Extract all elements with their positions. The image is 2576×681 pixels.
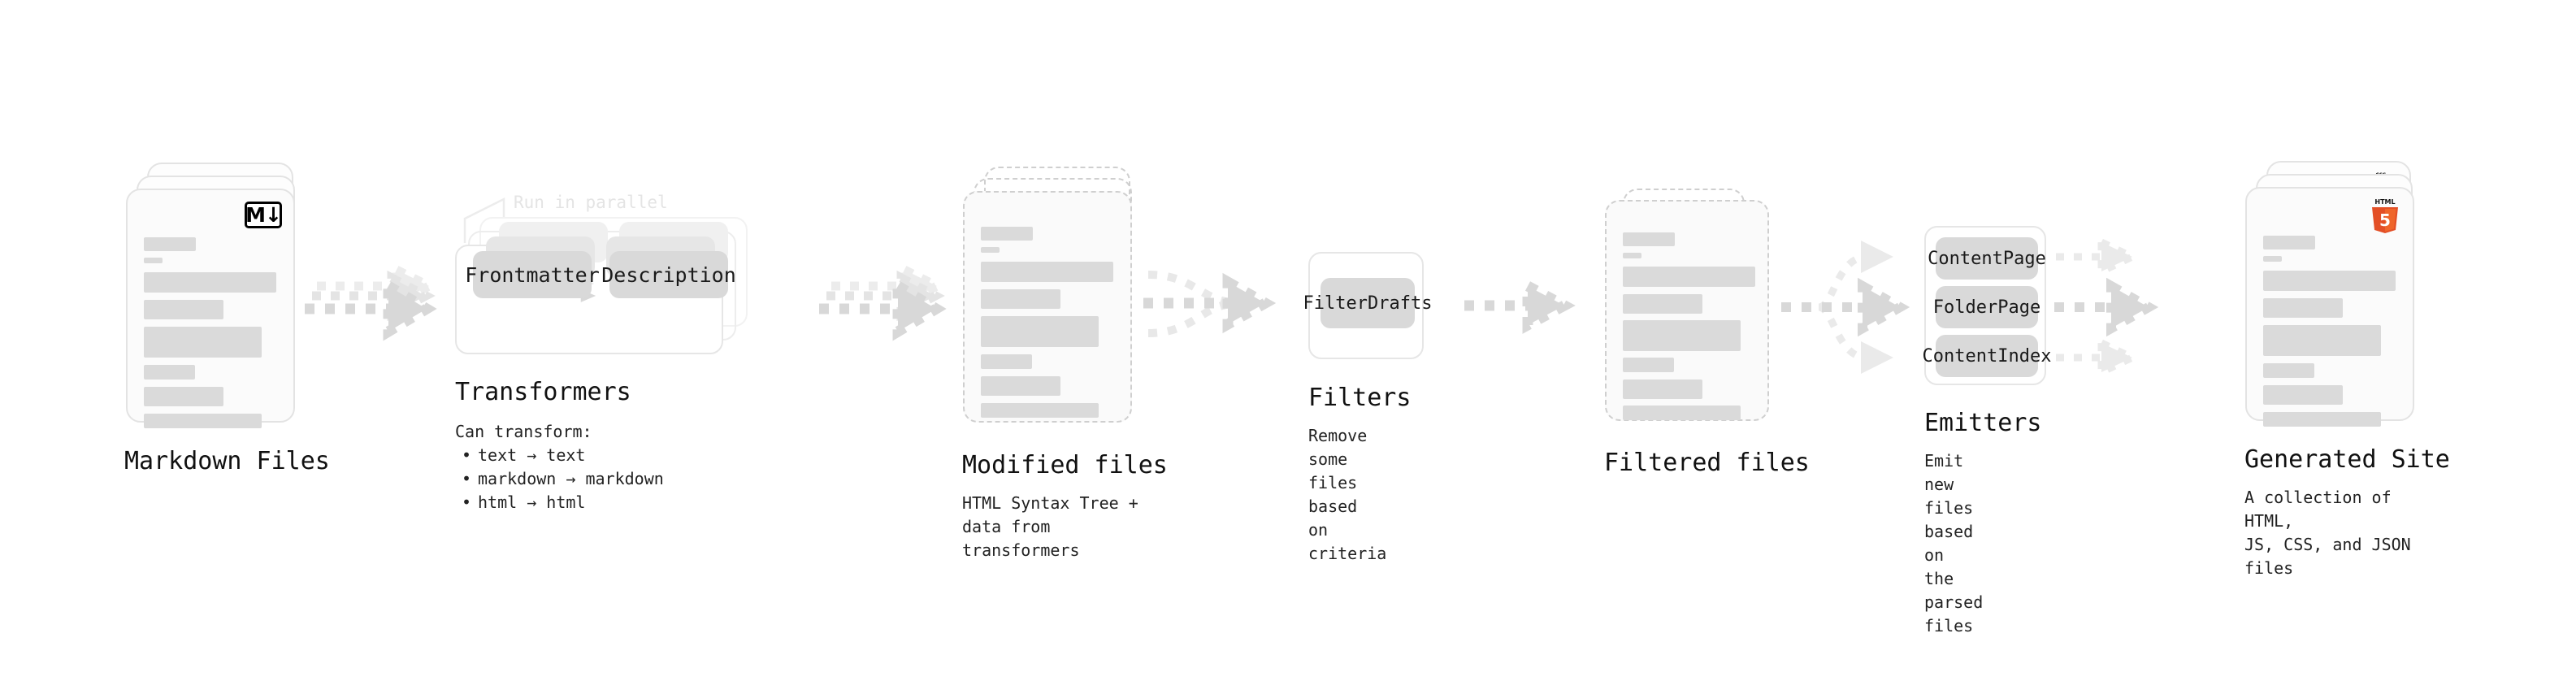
parallel-leader-line	[463, 197, 505, 243]
skeleton-bar	[2263, 385, 2343, 405]
modified-files-desc: HTML Syntax Tree + data from transformer…	[962, 493, 1138, 560]
stage-title-filtered-files: Filtered files	[1604, 449, 1810, 477]
connector-emitters-to-site	[2054, 236, 2159, 379]
modified-card-stack	[963, 167, 1150, 427]
skeleton-bar	[981, 316, 1099, 347]
bullet-item: •text → text	[462, 445, 586, 465]
filters-box: FilterDrafts	[1303, 252, 1432, 359]
skeleton-bar	[981, 289, 1060, 309]
bullet-item: •html → html	[462, 492, 586, 512]
skeleton-bar	[144, 414, 262, 428]
connector-filters-to-filtered	[1464, 277, 1576, 334]
modified-card-front	[963, 191, 1132, 423]
stage-title-transformers: Transformers	[455, 378, 631, 406]
transformers-bullets: •text → text •markdown → markdown •html …	[462, 444, 664, 514]
connector-markdown-to-transformers	[305, 262, 440, 341]
skeleton-bar	[144, 258, 163, 263]
skeleton-bar	[144, 387, 223, 406]
svg-text:5: 5	[2379, 210, 2391, 230]
html5-badge-svg: HTML 5	[2372, 198, 2398, 233]
skeleton-bar	[1623, 380, 1702, 399]
stage-markdown-files: M↓ Markdown Files	[124, 163, 330, 475]
site-card-stack: CSS HTML 5	[2245, 161, 2432, 429]
skeleton-bar	[1623, 267, 1755, 287]
skeleton-bar	[1623, 358, 1674, 372]
skeleton-bar	[1623, 253, 1641, 258]
pill-folderpage[interactable]: FolderPage	[1933, 286, 2040, 328]
skeleton-bar	[981, 247, 1000, 253]
skeleton-bar	[981, 262, 1113, 282]
skeleton-bar	[2263, 236, 2315, 249]
generated-site-desc: A collection of HTML, JS, CSS, and JSON …	[2244, 488, 2411, 578]
skeleton-bar	[1623, 294, 1702, 314]
skeleton-bar	[2263, 412, 2381, 427]
pill-contentpage[interactable]: ContentPage	[1928, 237, 2046, 280]
site-card-front: HTML 5	[2245, 187, 2414, 427]
skeleton-bar	[981, 227, 1033, 241]
skeleton-bar	[2263, 298, 2343, 318]
stage-title-markdown-files: Markdown Files	[124, 447, 330, 475]
skeleton-bar	[981, 403, 1099, 418]
pill-description[interactable]: Description	[601, 251, 736, 298]
skeleton-bar	[2263, 271, 2396, 291]
skeleton-bar	[1623, 320, 1741, 351]
stage-modified-files: Modified files HTML Syntax Tree + data f…	[962, 167, 1168, 560]
skeleton-bar	[1623, 406, 1741, 420]
parallel-annotation: Run in parallel	[514, 193, 668, 212]
skeleton-bar	[144, 327, 262, 358]
skeleton-bar	[144, 272, 276, 293]
stage-title-generated-site: Generated Site	[2244, 445, 2450, 474]
skeleton-bar	[981, 376, 1060, 396]
stage-title-filters: Filters	[1308, 384, 1412, 412]
skeleton-bar	[144, 365, 195, 380]
pill-filterdrafts[interactable]: FilterDrafts	[1303, 278, 1432, 328]
stage-title-emitters: Emitters	[1924, 409, 2042, 437]
filtered-card-front	[1605, 200, 1769, 421]
skeleton-bar	[144, 300, 223, 319]
emitters-desc: Emit new files based on the parsed files	[1924, 451, 1984, 635]
connector-filtered-to-emitters	[1781, 241, 1910, 374]
pill-frontmatter[interactable]: Frontmatter	[465, 251, 600, 298]
transformers-desc: Can transform:	[455, 422, 592, 441]
html5-badge: HTML 5	[2369, 197, 2401, 236]
filtered-card-stack	[1605, 189, 1792, 432]
skeleton-bar	[2263, 363, 2314, 378]
pill-contentindex[interactable]: ContentIndex	[1923, 335, 2051, 377]
emitters-box: ContentPage FolderPage ContentIndex	[1923, 226, 2051, 385]
bullet-item: •markdown → markdown	[462, 469, 664, 488]
stage-title-modified-files: Modified files	[962, 451, 1168, 479]
skeleton-bar	[2263, 256, 2282, 262]
skeleton-bar	[144, 237, 196, 251]
markdown-card-front: M↓	[126, 189, 295, 428]
skeleton-bar	[2263, 325, 2381, 356]
connector-modified-to-filters	[1143, 271, 1277, 337]
skeleton-bar	[1623, 232, 1675, 246]
svg-text:HTML: HTML	[2374, 198, 2395, 206]
skeleton-bar	[981, 354, 1032, 369]
connector-transformers-to-modified	[819, 262, 948, 341]
stage-filtered-files: Filtered files	[1604, 189, 1810, 477]
markdown-card-stack: M↓	[126, 163, 313, 428]
stage-generated-site: CSS HTML 5	[2244, 161, 2450, 578]
markdown-badge: M↓	[245, 202, 282, 228]
filters-desc: Remove some files based on criteria	[1308, 426, 1387, 563]
